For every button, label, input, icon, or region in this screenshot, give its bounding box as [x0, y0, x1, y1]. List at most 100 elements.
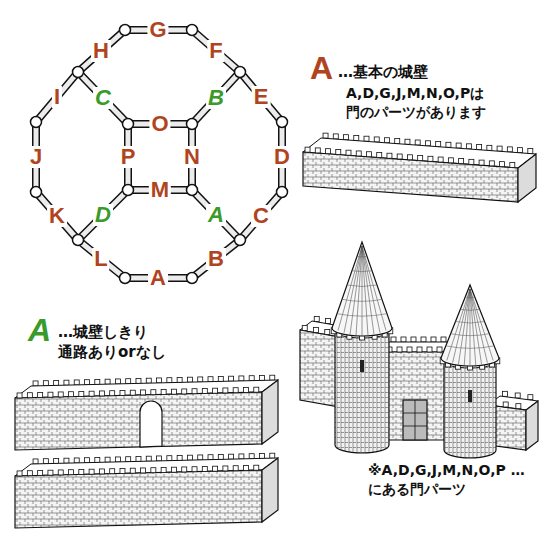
- cone-line: [470, 289, 487, 363]
- merlon: [141, 468, 146, 473]
- cone-line: [447, 289, 470, 360]
- merlon: [239, 454, 244, 459]
- merlon: [346, 150, 351, 155]
- merlon: [395, 138, 400, 143]
- merlon: [229, 376, 234, 381]
- merlon: [510, 162, 515, 167]
- tower-body: [335, 330, 389, 453]
- cone-line: [362, 246, 374, 334]
- merlon: [171, 389, 176, 394]
- wall-outline: [192, 240, 240, 278]
- merlon: [187, 377, 192, 382]
- divider-letter: C: [93, 87, 113, 109]
- merlon: [64, 380, 69, 385]
- joint-circle: [31, 187, 42, 198]
- merlon: [223, 466, 228, 471]
- merlon: [213, 466, 218, 471]
- wall-outline: [192, 190, 240, 240]
- merlon: [407, 155, 412, 160]
- merlon: [167, 378, 172, 383]
- merlon: [254, 465, 259, 470]
- merlon: [436, 142, 441, 147]
- segment-letter: N: [182, 146, 202, 168]
- merlon: [515, 393, 520, 398]
- merlon: [43, 459, 48, 464]
- merlon: [305, 147, 310, 152]
- joint-circle: [187, 25, 198, 36]
- merlon: [120, 390, 125, 395]
- merlon: [126, 457, 131, 462]
- merlon: [405, 139, 410, 144]
- wall-graph: [31, 25, 288, 284]
- merlon: [198, 455, 203, 460]
- segment-letter: P: [119, 146, 138, 168]
- merlon: [397, 347, 402, 352]
- cone-line: [362, 246, 386, 330]
- merlon: [377, 152, 382, 157]
- merlon: [518, 148, 523, 153]
- merlon: [130, 468, 135, 473]
- merlon: [182, 467, 187, 472]
- merlon: [187, 455, 192, 460]
- wall-outline: [192, 30, 240, 72]
- segment-letter: O: [149, 113, 170, 135]
- wall-inner: [240, 72, 282, 122]
- merlon: [208, 455, 213, 460]
- segment-letter: A: [148, 267, 168, 289]
- cone-line: [470, 289, 482, 364]
- cone-line: [338, 246, 362, 330]
- joint-circle: [73, 67, 84, 78]
- cone-line: [362, 246, 363, 336]
- cone-shingle: [352, 271, 372, 272]
- merlon: [95, 457, 100, 462]
- merlon: [192, 467, 197, 472]
- merlon: [177, 455, 182, 460]
- merlon: [17, 393, 22, 398]
- cone-shingle: [357, 256, 367, 258]
- cone-shingle: [456, 322, 485, 324]
- merlon: [421, 337, 426, 342]
- joint-circle: [123, 185, 134, 196]
- segment-letter: F: [207, 40, 224, 62]
- cone-shingle: [446, 346, 494, 349]
- merlon: [503, 402, 508, 407]
- merlon: [213, 388, 218, 393]
- merlon: [336, 149, 341, 154]
- joint-circle: [73, 235, 84, 246]
- merlon: [182, 389, 187, 394]
- segment-letter: E: [252, 86, 271, 108]
- merlon: [438, 157, 443, 162]
- merlon: [431, 337, 436, 342]
- merlon: [85, 458, 90, 463]
- merlon: [479, 160, 484, 165]
- merlon: [110, 469, 115, 474]
- merlon: [115, 457, 120, 462]
- wall-outline: [192, 72, 240, 124]
- merlon: [17, 471, 22, 476]
- merlon: [366, 152, 371, 157]
- segment-letter: G: [147, 19, 168, 41]
- merlon: [218, 454, 223, 459]
- merlon: [387, 153, 392, 158]
- merlon: [64, 458, 69, 463]
- merlon: [202, 466, 207, 471]
- merlon: [384, 138, 389, 143]
- merlon: [314, 327, 319, 332]
- merlon: [223, 388, 228, 393]
- wall-inner: [36, 192, 78, 240]
- merlon: [270, 453, 275, 458]
- joint-circle: [120, 273, 131, 284]
- merlon: [315, 148, 320, 153]
- merlon: [459, 159, 464, 164]
- cone-line: [470, 289, 471, 366]
- merlon: [233, 466, 238, 471]
- cone-shingle: [347, 285, 377, 287]
- wall-end: [518, 154, 536, 202]
- wall-outline: [36, 72, 78, 122]
- merlon: [239, 376, 244, 381]
- merlon: [448, 158, 453, 163]
- cone-shingle: [342, 299, 382, 301]
- wall-front: [15, 392, 262, 450]
- merlon: [354, 135, 359, 140]
- joint-circle: [235, 235, 246, 246]
